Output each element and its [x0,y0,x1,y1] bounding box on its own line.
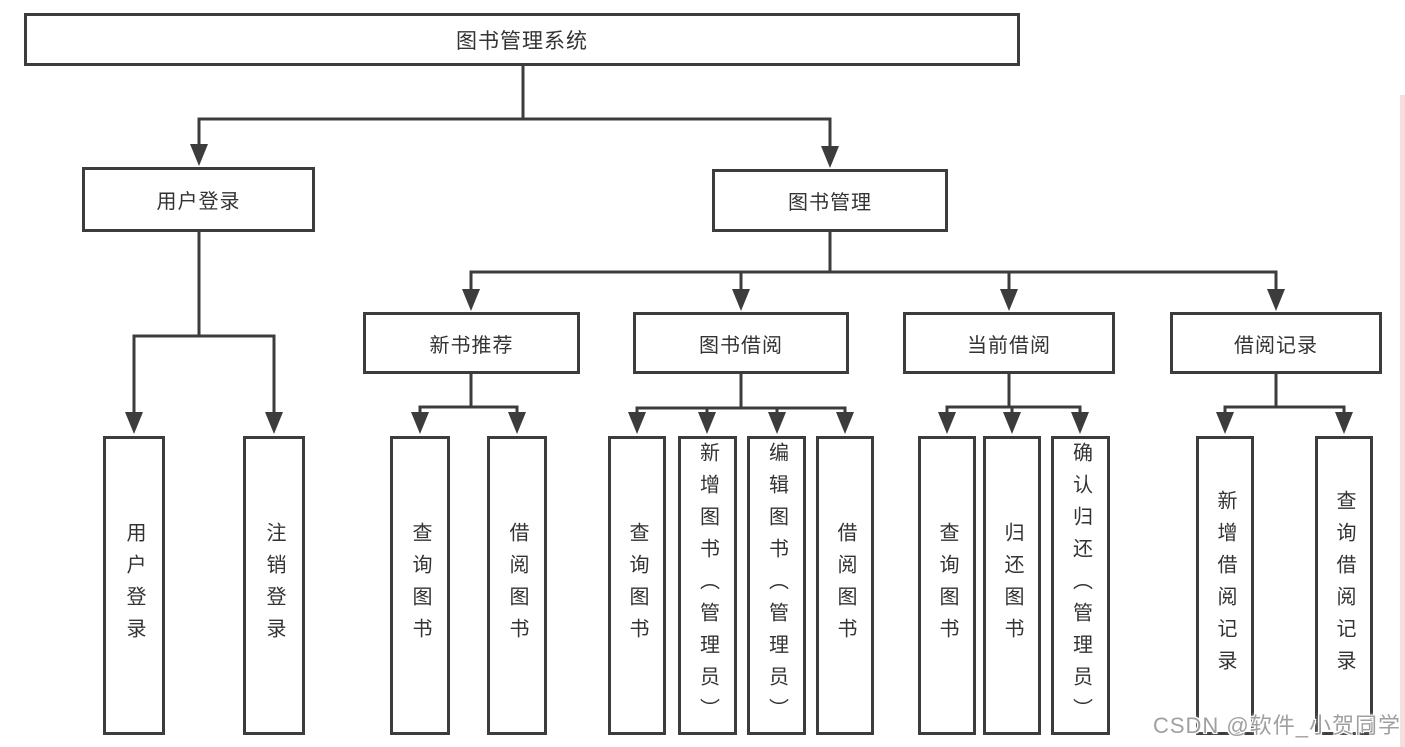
leaf-g4-query-borrow-record: 查询借阅记录 [1315,436,1373,735]
leaf-user-login: 用户登录 [103,436,165,735]
node-new-book-recommend: 新书推荐 [363,312,580,374]
node-book-borrow: 图书借阅 [633,312,849,374]
arrowhead [628,412,646,434]
arrowhead [1267,289,1285,311]
connector-group2-children [628,372,854,434]
arrowhead [508,412,526,434]
arrowhead [732,289,750,311]
leaf-g3-return-book: 归还图书 [983,436,1041,735]
arrowhead [411,412,429,434]
arrowhead [1000,289,1018,311]
leaf-g3-query-book: 查询图书 [918,436,976,735]
arrowhead [1071,412,1089,434]
arrowhead [1335,412,1353,434]
connector-group4-children [1216,372,1353,434]
arrowhead [125,412,143,434]
leaf-g1-query-book: 查询图书 [390,436,450,735]
arrowhead [821,146,839,168]
arrowhead [265,412,283,434]
leaf-g2-query-book: 查询图书 [608,436,666,735]
leaf-g1-borrow-book: 借阅图书 [487,436,547,735]
arrowhead [1216,412,1234,434]
arrowhead [1003,412,1021,434]
watermark-text: CSDN @软件_小贺同学 [1152,713,1401,738]
arrowhead [938,412,956,434]
connector-group3-children [938,372,1089,434]
arrowhead [768,412,786,434]
connector-mgmt-to-groups [462,230,1285,311]
node-user-login: 用户登录 [82,167,315,232]
leaf-g4-add-borrow-record: 新增借阅记录 [1196,436,1254,735]
connector-login-children [125,230,283,434]
node-current-borrow: 当前借阅 [903,312,1115,374]
connector-group1-children [411,372,526,434]
node-book-mgmt: 图书管理 [712,169,948,232]
node-system-root: 图书管理系统 [24,13,1020,66]
arrowhead [462,289,480,311]
right-edge-strip [1400,95,1405,747]
leaf-g2-add-book-admin: 新增图书（管理员） [678,436,737,735]
connector-root-to-level1 [190,64,839,168]
arrowhead [190,144,208,166]
leaf-g3-confirm-return-admin: 确认归还（管理员） [1051,436,1110,735]
arrowhead [698,412,716,434]
arrowhead [836,412,854,434]
leaf-logout: 注销登录 [243,436,305,735]
leaf-g2-edit-book-admin: 编辑图书（管理员） [747,436,806,735]
node-borrow-records: 借阅记录 [1170,312,1382,374]
leaf-g2-borrow-book: 借阅图书 [816,436,874,735]
